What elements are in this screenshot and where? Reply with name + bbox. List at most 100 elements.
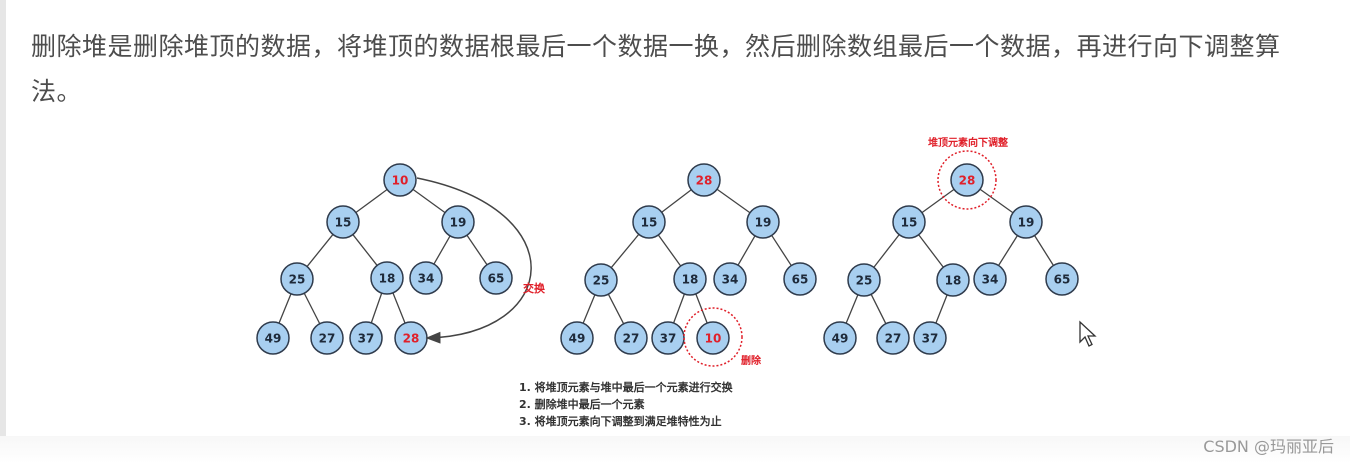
explanation-paragraph: 删除堆是删除堆顶的数据，将堆顶的数据根最后一个数据一换，然后删除数组最后一个数据… (31, 32, 1281, 106)
node-circle (913, 321, 947, 355)
page-bottom-band (0, 436, 1350, 463)
node-value: 37 (358, 332, 375, 346)
node-value: 27 (319, 332, 336, 346)
tree-node: 37 (913, 321, 947, 355)
node-value: 65 (488, 272, 505, 286)
step-1: 1. 将堆顶元素与堆中最后一个元素进行交换 (519, 380, 734, 394)
node-value: 28 (696, 174, 713, 188)
tree-edge (352, 234, 378, 266)
watermark: CSDN @玛丽亚后 (1203, 437, 1334, 456)
tree-node: 28 (687, 163, 721, 197)
tree-node: 34 (713, 262, 747, 296)
adjust-label: 堆顶元素向下调整 (928, 136, 1008, 149)
step-3: 3. 将堆顶元素向下调整到满足堆特性为止 (519, 414, 722, 428)
tree-node: 10 (383, 163, 417, 197)
tree-node: 18 (673, 262, 707, 296)
tree-edge (716, 188, 751, 214)
node-value: 49 (569, 332, 586, 346)
node-value: 34 (418, 272, 435, 286)
tree-edge (466, 234, 488, 266)
tree-edge (918, 234, 944, 268)
node-value: 65 (792, 273, 809, 287)
node-circle (560, 321, 594, 355)
node-circle (370, 261, 404, 295)
tree-edge (433, 235, 451, 265)
tree-edge (610, 233, 640, 269)
tree-edge (695, 293, 708, 324)
tree-node: 34 (973, 262, 1007, 296)
tree-edge (935, 294, 948, 324)
tree-node: 27 (614, 321, 648, 355)
node-circle (783, 262, 817, 296)
node-circle (441, 205, 475, 239)
tree-edge (870, 294, 887, 324)
tree-node: 34 (409, 261, 443, 295)
node-value: 10 (705, 332, 722, 346)
tree-node: 27 (310, 321, 344, 355)
node-circle (892, 205, 926, 239)
tree-edge (997, 235, 1019, 266)
node-value: 28 (403, 332, 420, 346)
node-circle (696, 321, 730, 355)
tree-node: 25 (584, 263, 618, 297)
node-value: 15 (901, 216, 918, 230)
node-circle (823, 321, 857, 355)
tree-edge (306, 234, 334, 267)
tree-node: 19 (441, 205, 475, 239)
tree-node: 25 (280, 262, 314, 296)
node-value: 49 (832, 332, 849, 346)
step-2: 2. 删除堆中最后一个元素 (519, 397, 645, 411)
node-value: 49 (265, 332, 282, 346)
node-circle (349, 321, 383, 355)
node-circle (326, 205, 360, 239)
node-value: 25 (593, 274, 610, 288)
node-circle (310, 321, 344, 355)
tree-edge (873, 234, 900, 268)
tree-node: 18 (370, 261, 404, 295)
node-value: 15 (641, 216, 658, 230)
node-circle (673, 262, 707, 296)
tree-edge (278, 293, 292, 324)
node-circle (876, 321, 910, 355)
swap-arrow (416, 177, 532, 344)
tree-edge (657, 234, 682, 267)
node-circle (1009, 205, 1043, 239)
tree-node: 18 (936, 263, 970, 297)
adjust-dashed-ring (937, 150, 997, 210)
tree-edge (582, 294, 596, 324)
tree-node: 65 (1045, 262, 1079, 296)
tree-edge (921, 188, 955, 214)
node-circle (409, 261, 443, 295)
node-value: 27 (885, 332, 902, 346)
node-value: 37 (922, 332, 939, 346)
tree-node: 25 (847, 263, 881, 297)
tree-edge (1033, 235, 1055, 266)
node-circle (256, 321, 290, 355)
node-value: 37 (660, 332, 677, 346)
node-circle (1045, 262, 1079, 296)
swap-label: 交换 (523, 281, 546, 295)
node-circle (383, 163, 417, 197)
tree-node: 28 (394, 321, 428, 355)
node-circle (746, 205, 780, 239)
tree-node: 19 (746, 205, 780, 239)
node-circle (584, 263, 618, 297)
tree-node: 37 (651, 321, 685, 355)
tree-edge (303, 292, 321, 325)
tree-node: 19 (1009, 205, 1043, 239)
node-value: 34 (722, 273, 739, 287)
tree-edge (370, 292, 383, 324)
mouse-pointer-icon (1079, 320, 1097, 347)
tree-node: 37 (349, 321, 383, 355)
node-circle (847, 263, 881, 297)
tree-edge (412, 188, 446, 214)
tree-node: 28 (950, 163, 984, 197)
node-value: 28 (959, 174, 976, 188)
tree-node: 65 (479, 261, 513, 295)
delete-dashed-ring (683, 307, 743, 367)
tree-node: 27 (876, 321, 910, 355)
node-value: 27 (623, 332, 640, 346)
